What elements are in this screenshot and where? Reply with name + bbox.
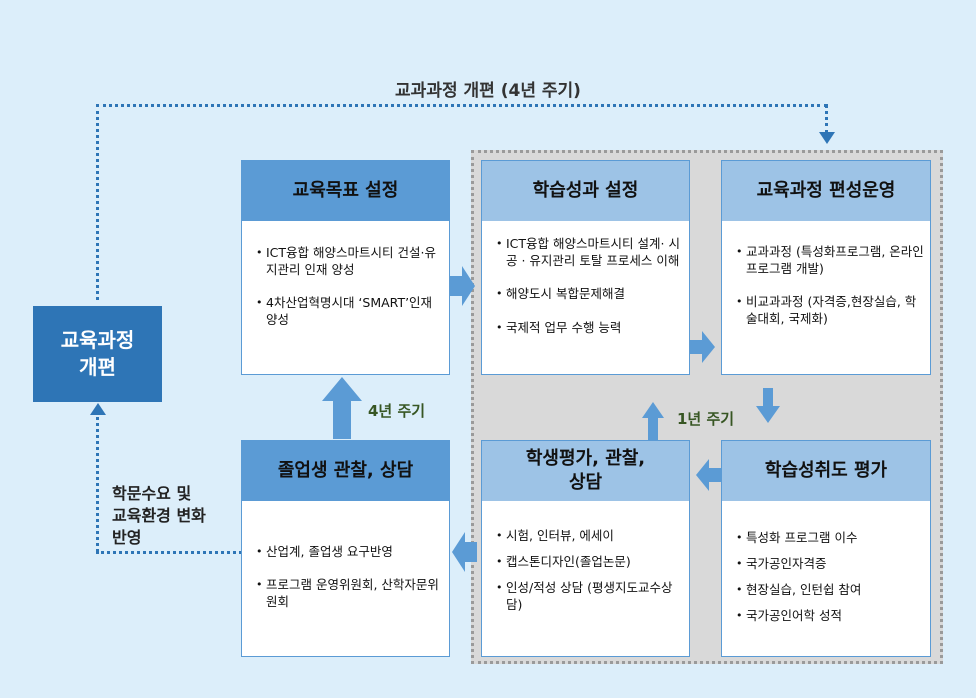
- learning-outcome-list: ICT융합 해양스마트시티 설계· 시공 · 유지관리 토탈 프로세스 이해 해…: [482, 221, 689, 336]
- feedback-line-vertical: [96, 412, 99, 552]
- goal-setting-box: 교육목표 설정 ICT융합 해양스마트시티 건설·유지관리 인재 양성 4차산업…: [241, 160, 450, 375]
- graduate-consulting-title: 졸업생 관찰, 상담: [242, 441, 449, 501]
- goal-item-2: 4차산업혁명시대 ‘SMART’인재 양성: [256, 294, 439, 328]
- feedback-note-line1: 학문수요 및: [112, 484, 192, 503]
- feedback-arrowhead-up: [90, 403, 106, 415]
- graduate-consulting-list: 산업계, 졸업생 요구반영 프로그램 운영위원회, 산학자문위원회: [242, 501, 449, 610]
- achievement-item-4: 국가공인어학 성적: [736, 607, 924, 624]
- goal-setting-title: 교육목표 설정: [242, 161, 449, 221]
- outcome-item-2: 해양도시 복합문제해결: [496, 285, 681, 302]
- loop-line-right-vertical: [825, 104, 828, 134]
- graduate-item-2: 프로그램 운영위원회, 산학자문위원회: [256, 576, 441, 610]
- curriculum-revision-cycle-label: 교과과정 개편 (4년 주기): [395, 81, 581, 101]
- one-year-cycle-label: 1년 주기: [677, 410, 735, 428]
- curriculum-revision-box: 교육과정 개편: [33, 306, 162, 402]
- learning-outcome-title: 학습성과 설정: [482, 161, 689, 221]
- feedback-note: 학문수요 및 교육환경 변화 반영: [112, 483, 206, 549]
- curriculum-revision-line2: 개편: [79, 355, 116, 379]
- achievement-evaluation-title: 학습성취도 평가: [722, 441, 930, 501]
- goal-setting-list: ICT융합 해양스마트시티 건설·유지관리 인재 양성 4차산업혁명시대 ‘SM…: [242, 221, 449, 328]
- graduate-consulting-box: 졸업생 관찰, 상담 산업계, 졸업생 요구반영 프로그램 운영위원회, 산학자…: [241, 440, 450, 657]
- curriculum-operation-box: 교육과정 편성운영 교과과정 (특성화프로그램, 온라인 프로그램 개발) 비교…: [721, 160, 931, 375]
- evaluation-item-3: 인성/적성 상담 (평생지도교수상담): [496, 579, 681, 613]
- achievement-item-2: 국가공인자격증: [736, 555, 924, 572]
- goal-item-1: ICT융합 해양스마트시티 건설·유지관리 인재 양성: [256, 244, 439, 278]
- student-evaluation-title-line2: 상담: [568, 472, 603, 493]
- loop-arrowhead-down: [819, 132, 835, 144]
- loop-line-top: [96, 104, 827, 107]
- arrow-outcome-to-curriculum: [690, 331, 715, 363]
- curriculum-item-1: 교과과정 (특성화프로그램, 온라인 프로그램 개발): [736, 243, 924, 277]
- evaluation-item-1: 시험, 인터뷰, 에세이: [496, 527, 681, 544]
- student-evaluation-list: 시험, 인터뷰, 에세이 캡스톤디자인(졸업논문) 인성/적성 상담 (평생지도…: [482, 501, 689, 613]
- feedback-note-line2: 교육환경 변화: [112, 506, 206, 525]
- outcome-item-3: 국제적 업무 수행 능력: [496, 319, 681, 336]
- learning-outcome-box: 학습성과 설정 ICT융합 해양스마트시티 설계· 시공 · 유지관리 토탈 프…: [481, 160, 690, 375]
- graduate-item-1: 산업계, 졸업생 요구반영: [256, 543, 441, 560]
- evaluation-item-2: 캡스톤디자인(졸업논문): [496, 553, 681, 570]
- outcome-item-1: ICT융합 해양스마트시티 설계· 시공 · 유지관리 토탈 프로세스 이해: [496, 235, 681, 269]
- achievement-evaluation-list: 특성화 프로그램 이수 국가공인자격증 현장실습, 인턴쉽 참여 국가공인어학 …: [722, 501, 930, 624]
- student-evaluation-title: 학생평가, 관찰, 상담: [482, 441, 689, 501]
- student-evaluation-box: 학생평가, 관찰, 상담 시험, 인터뷰, 에세이 캡스톤디자인(졸업논문) 인…: [481, 440, 690, 657]
- arrow-evaluation-to-graduate: [452, 532, 477, 572]
- feedback-note-line3: 반영: [112, 528, 142, 547]
- achievement-item-3: 현장실습, 인턴쉽 참여: [736, 581, 924, 598]
- achievement-evaluation-box: 학습성취도 평가 특성화 프로그램 이수 국가공인자격증 현장실습, 인턴쉽 참…: [721, 440, 931, 657]
- curriculum-item-2: 비교과과정 (자격증,현장실습, 학술대회, 국제화): [736, 293, 924, 327]
- curriculum-revision-line1: 교육과정: [60, 328, 135, 352]
- arrow-achievement-to-evaluation: [696, 459, 721, 491]
- arrow-evaluation-to-outcome: [642, 402, 664, 440]
- loop-line-left-vertical: [96, 104, 99, 300]
- feedback-line-horizontal: [96, 551, 242, 554]
- curriculum-operation-list: 교과과정 (특성화프로그램, 온라인 프로그램 개발) 비교과과정 (자격증,현…: [722, 221, 930, 327]
- curriculum-operation-title: 교육과정 편성운영: [722, 161, 930, 221]
- achievement-item-1: 특성화 프로그램 이수: [736, 529, 924, 546]
- arrow-curriculum-to-achievement: [756, 388, 780, 423]
- arrow-goal-to-outcome: [450, 266, 475, 306]
- arrow-graduate-to-goal: [322, 377, 362, 439]
- student-evaluation-title-line1: 학생평가, 관찰,: [525, 448, 646, 469]
- four-year-cycle-label: 4년 주기: [368, 402, 426, 420]
